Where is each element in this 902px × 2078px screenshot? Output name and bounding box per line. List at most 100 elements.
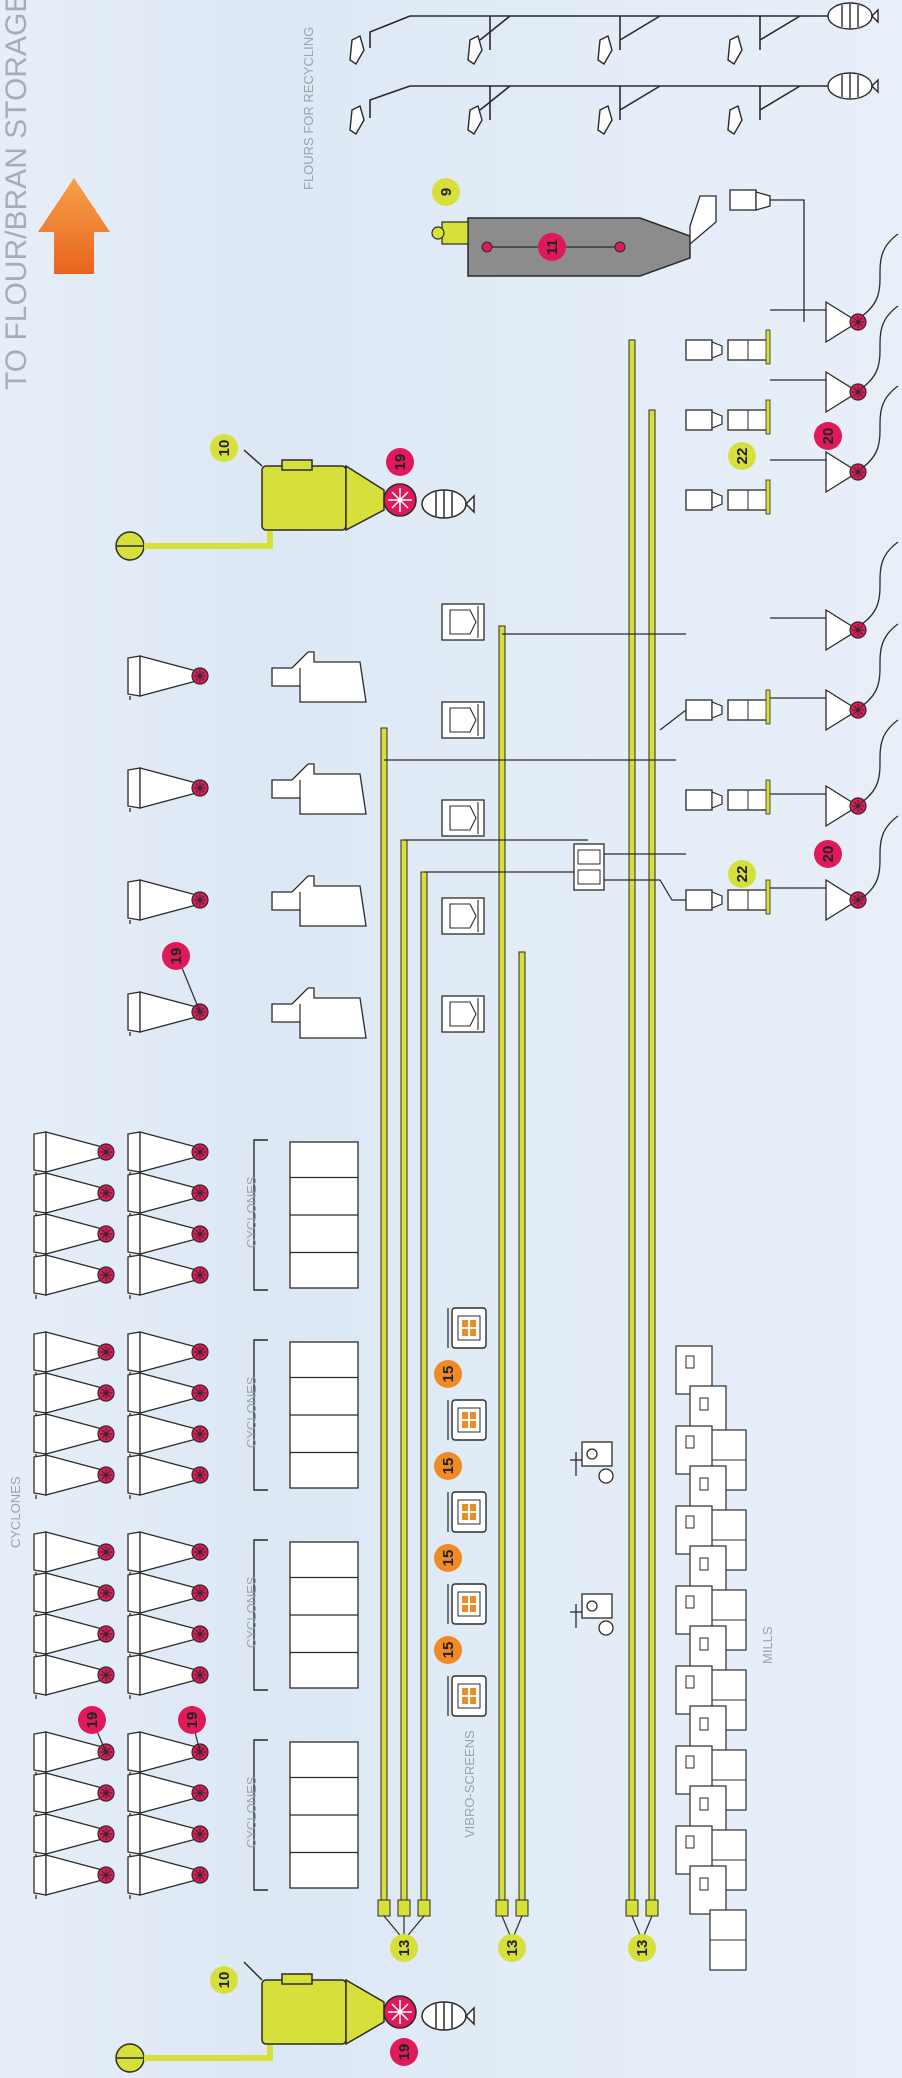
callout-badge: 15 (434, 1636, 462, 1664)
fan-icon (827, 2, 879, 100)
callout-badge: 19 (178, 1706, 206, 1734)
pneumatic-pipes (377, 339, 686, 1941)
cyclone-icon (33, 1372, 115, 1417)
mill-bank (675, 1345, 747, 1971)
callout-badge: 20 (814, 840, 842, 868)
svg-text:22: 22 (734, 866, 751, 883)
cyclone-icon (127, 1131, 209, 1176)
svg-text:11: 11 (544, 239, 561, 255)
cyclone-icon (127, 991, 209, 1036)
svg-text:CYCLONES: CYCLONES (244, 1576, 259, 1648)
svg-text:13: 13 (504, 1940, 521, 1957)
cyclone-icon (33, 1454, 115, 1499)
cyclone-icon (127, 1772, 209, 1817)
svg-text:MILLS: MILLS (760, 1626, 775, 1664)
mill-icon (675, 1585, 747, 1731)
svg-text:19: 19 (168, 948, 185, 965)
callout-badge: 13 (390, 1934, 418, 1962)
svg-text:CYCLONES: CYCLONES (244, 1176, 259, 1248)
cyclone-icon (33, 1572, 115, 1617)
svg-text:CYCLONES: CYCLONES (244, 1776, 259, 1848)
callout-badge: 22 (728, 442, 756, 470)
svg-text:20: 20 (820, 846, 837, 863)
hopper-icon (770, 688, 867, 732)
sifter-column-upper (441, 603, 485, 1033)
cyclone-icon (127, 1654, 209, 1699)
callout-badge: 19 (390, 2038, 418, 2066)
cyclone-icon (127, 1572, 209, 1617)
vibro-screen-icon (447, 1491, 487, 1533)
hopper-icon (770, 300, 867, 344)
svg-text:10: 10 (216, 440, 233, 457)
filter-icon (271, 651, 367, 703)
rotary-valve-icon (685, 779, 771, 815)
callout-badge: 10 (210, 434, 238, 462)
rotary-valve-icon (685, 329, 771, 365)
cyclones-labels: CYCLONES CYCLONES CYCLONES CYCLONES CYCL… (8, 1176, 775, 1848)
callout-badge: 20 (814, 422, 842, 450)
cyclone-icon (127, 767, 209, 812)
vibro-screen-column (447, 1307, 487, 1717)
cyclone-icon (33, 1813, 115, 1858)
cyclone-icon (127, 1172, 209, 1217)
cyclone-column-upper (127, 655, 209, 1036)
cyclone-icon (127, 1731, 209, 1776)
hopper-icon (770, 608, 867, 652)
filter-icon (271, 987, 367, 1039)
callout-badge: 15 (434, 1452, 462, 1480)
callout-badge: 13 (498, 1934, 526, 1962)
recycling-lines (369, 15, 860, 120)
cyclone-icon (33, 1854, 115, 1899)
cyclone-icon (33, 1731, 115, 1776)
svg-text:15: 15 (440, 1550, 457, 1567)
rotary-valve-icon (685, 399, 771, 435)
cyclone-icon (127, 1854, 209, 1899)
cyclone-bank-brackets (253, 1139, 359, 1891)
right-side-conveyors (573, 233, 899, 922)
cyclone-icon (33, 1131, 115, 1176)
callout-badge: 19 (78, 1706, 106, 1734)
callout-badge: 22 (728, 860, 756, 888)
vibro-screen-icon (447, 1399, 487, 1441)
svg-text:19: 19 (84, 1712, 101, 1729)
callout-badge: 15 (434, 1360, 462, 1388)
sifter-icon (441, 995, 485, 1033)
svg-text:9: 9 (438, 188, 455, 196)
svg-text:CYCLONES: CYCLONES (8, 1476, 23, 1548)
svg-text:15: 15 (440, 1366, 457, 1383)
svg-text:19: 19 (184, 1712, 201, 1729)
bin-upper (115, 449, 475, 561)
hopper-icon (770, 450, 867, 494)
bin-lower (115, 1961, 475, 2073)
mill-icon (675, 1825, 747, 1971)
cyclone-icon (127, 1454, 209, 1499)
sifter-icon (441, 897, 485, 935)
recycling-machine (431, 189, 805, 322)
cyclone-icon (33, 1772, 115, 1817)
rotary-valve-icon (685, 879, 771, 915)
lab-machines (570, 1441, 614, 1636)
cyclone-icon (127, 1331, 209, 1376)
callout-badge: 11 (538, 233, 566, 261)
cyclone-icon (33, 1331, 115, 1376)
cyclone-icon (127, 1413, 209, 1458)
callout-badge: 10 (210, 1966, 238, 1994)
cyclone-icon (127, 1813, 209, 1858)
cyclone-icon (127, 879, 209, 924)
svg-text:13: 13 (396, 1940, 413, 1957)
svg-text:FLOURS FOR RECYCLING: FLOURS FOR RECYCLING (301, 27, 316, 190)
svg-text:10: 10 (216, 1972, 233, 1989)
sifter-icon (441, 799, 485, 837)
callout-badge: 15 (434, 1544, 462, 1572)
svg-text:20: 20 (820, 428, 837, 445)
distributor-icon (573, 709, 687, 901)
hopper-icon (770, 878, 867, 922)
cyclone-icon (33, 1172, 115, 1217)
cyclone-icon (33, 1613, 115, 1658)
sifter-icon (441, 701, 485, 739)
svg-text:15: 15 (440, 1458, 457, 1475)
hopper-icon (770, 370, 867, 414)
vibro-screen-icon (447, 1675, 487, 1717)
cyclone-icon (127, 1213, 209, 1258)
